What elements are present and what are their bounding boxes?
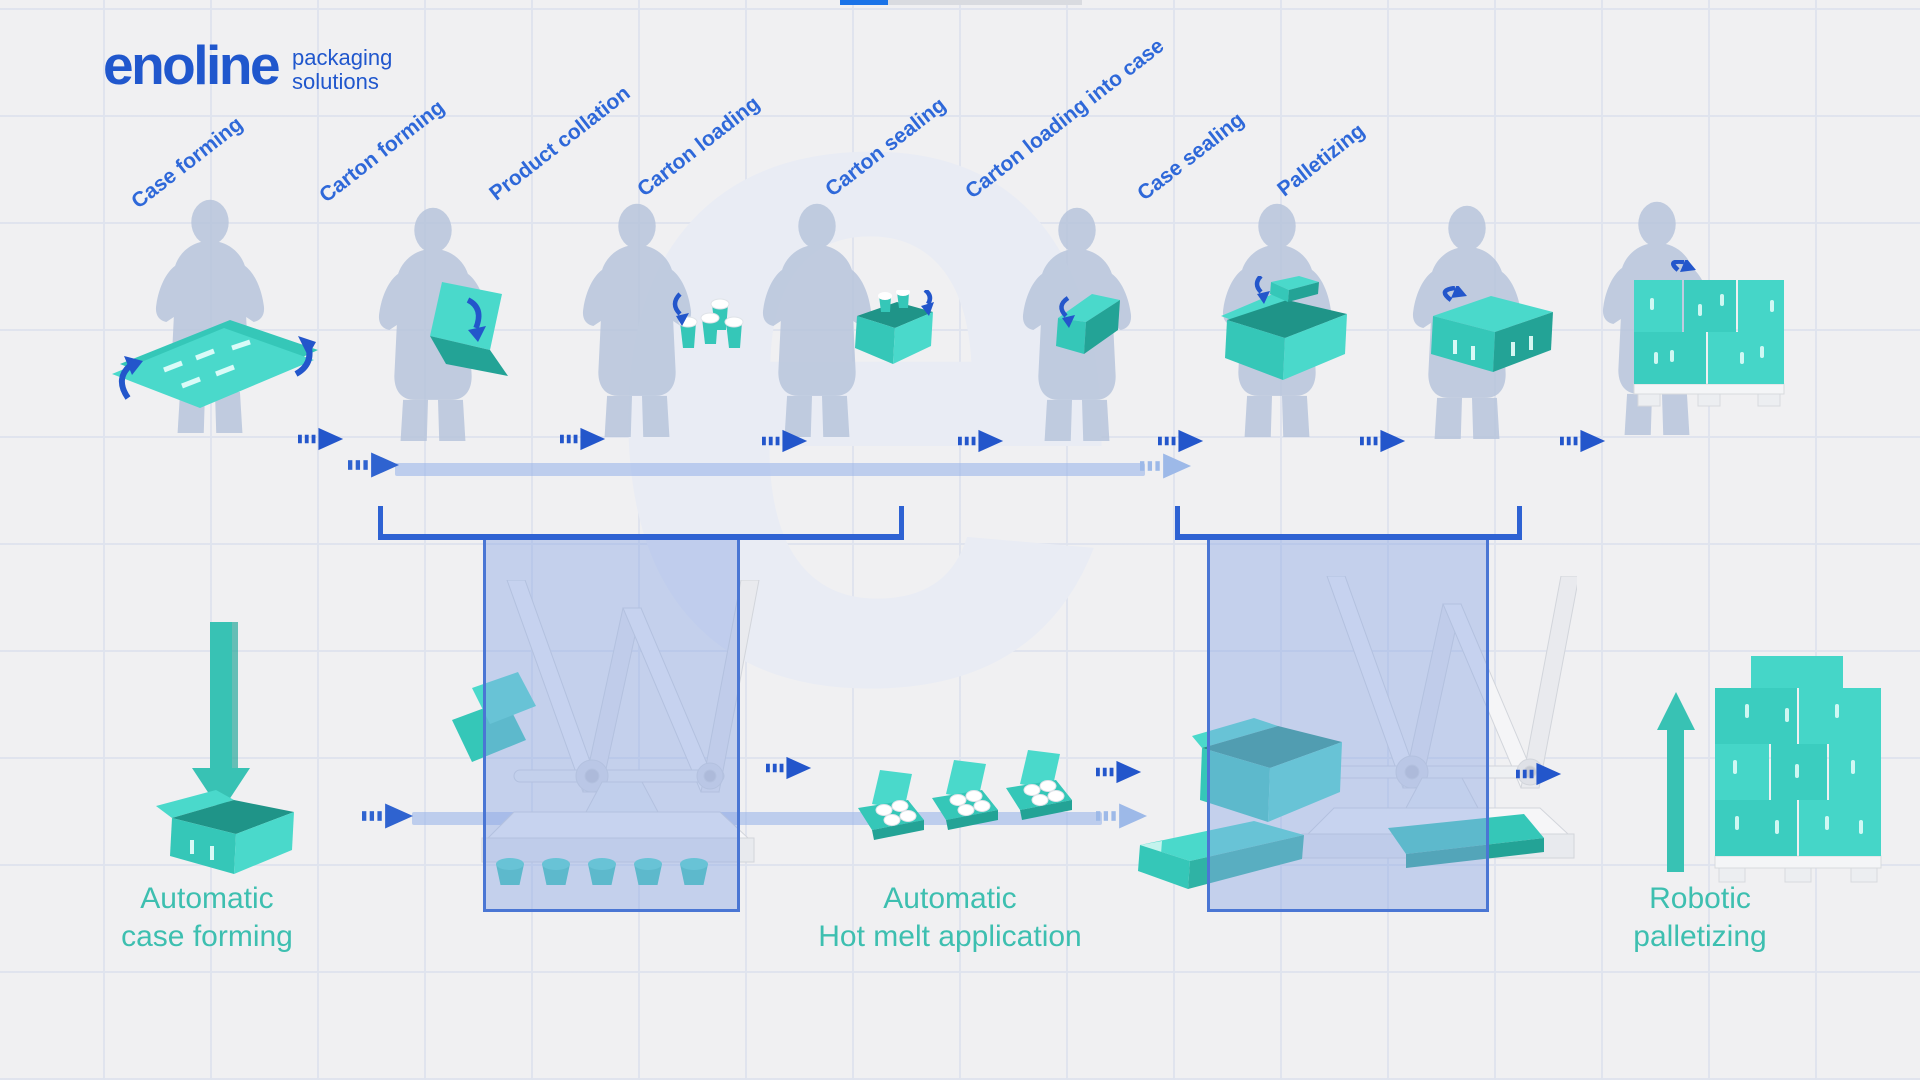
flow-arrow-icon [1516, 762, 1562, 786]
auto-station-label-robotic-palletizing: Robotic palletizing [1550, 880, 1850, 955]
brand-name: enoline [103, 34, 281, 96]
step-label-carton-forming: Carton forming [315, 95, 449, 208]
pallet-stack-icon [1633, 260, 1785, 407]
video-progress-track[interactable] [888, 0, 1082, 5]
rotate-arrow-icon [921, 290, 934, 316]
rotate-arrow-icon [1671, 260, 1696, 272]
case-former-machine-illustration [452, 580, 760, 885]
conveyor-start-arrow-icon [362, 803, 414, 829]
auto-station-label-line2: case forming [121, 919, 293, 953]
carton-loading-icon [855, 290, 934, 364]
hot-melt-station-illustration [858, 750, 1072, 840]
auto-case-forming-icon [156, 622, 294, 874]
brand-tagline: packaging solutions [292, 38, 392, 94]
step-label-case-sealing: Case sealing [1133, 108, 1249, 206]
sealed-long-case-icon [1138, 821, 1304, 889]
logo: enoline packaging solutions [103, 38, 392, 94]
automation-zone-left [483, 534, 740, 912]
auto-station-label-line1: Automatic [140, 882, 274, 915]
auto-station-label-line2: palletizing [1633, 919, 1767, 953]
flow-arrow-icon [560, 427, 606, 451]
teal-down-arrow-icon [192, 622, 250, 812]
auto-station-label-case-forming: Automatic case forming [57, 880, 357, 955]
rotate-arrow-icon [672, 292, 689, 326]
rotate-arrow-icon [1059, 296, 1075, 328]
flow-arrow-icon [1560, 429, 1606, 453]
flow-arrow-icon [1096, 760, 1142, 784]
rotate-arrow-icon [466, 297, 486, 342]
flow-arrow-icon [762, 429, 808, 453]
robotic-palletizing-stack [1657, 656, 1882, 883]
conveyor-end-arrow-icon [1096, 803, 1148, 829]
flow-arrow-icon [1158, 429, 1204, 453]
flow-arrow-icon [766, 756, 812, 780]
auto-station-label-hot-melt: Automatic Hot melt application [750, 880, 1150, 955]
conveyor-start-arrow-icon [348, 452, 400, 478]
video-progress-fill [840, 0, 888, 5]
brand-tagline-line2: solutions [292, 68, 379, 94]
brand-watermark: e [590, 0, 1136, 887]
auto-station-label-line1: Automatic [883, 882, 1017, 915]
carton-into-case-icon [1221, 276, 1347, 380]
auto-station-label-line1: Robotic [1649, 882, 1751, 915]
flow-arrow-icon [958, 429, 1004, 453]
brand-tagline-line1: packaging [292, 45, 393, 70]
rotate-arrow-icon [119, 336, 316, 400]
carton-folding-icon [430, 282, 508, 376]
case-sealer-machine-illustration [1192, 576, 1577, 868]
automation-bracket-right [1175, 506, 1522, 540]
rotate-arrow-icon [1254, 276, 1270, 304]
teal-up-arrow-icon [1657, 692, 1695, 872]
rotate-arrow-icon [1442, 286, 1467, 302]
conveyor-end-arrow-icon [1140, 453, 1192, 479]
automation-zone-right [1207, 534, 1489, 912]
flow-arrow-icon [298, 427, 344, 451]
carton-sealing-icon [1056, 294, 1120, 354]
step-label-palletizing: Palletizing [1273, 119, 1370, 202]
flow-arrow-icon [1360, 429, 1406, 453]
top-conveyor-band [395, 463, 1145, 476]
sealed-case-icon [1431, 286, 1553, 372]
product-cups-icon [672, 292, 744, 348]
case-blank-icon [112, 320, 318, 408]
auto-station-label-line2: Hot melt application [818, 919, 1082, 953]
automation-bracket-left [378, 506, 904, 540]
